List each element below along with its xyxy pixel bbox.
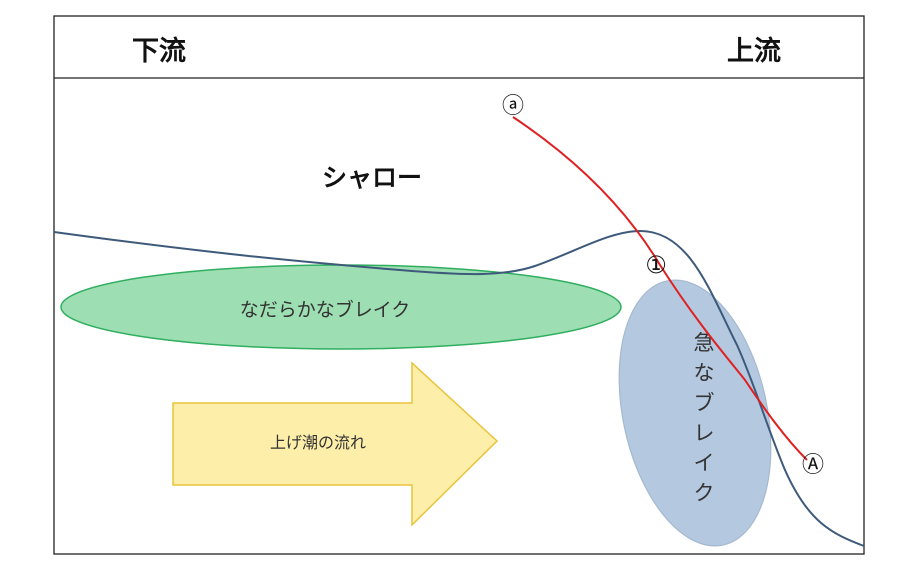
steep-break-char: な (694, 361, 715, 385)
steep-break-char: ブ (694, 391, 715, 415)
steep-break-char: ク (694, 481, 715, 505)
steep-break-char: イ (694, 451, 715, 475)
gentle-break-label: なだらかなブレイク (240, 298, 411, 321)
rising-tide-label: 上げ潮の流れ (270, 433, 366, 452)
marker-end: Ⓐ (802, 453, 824, 478)
shallow-label: シャロー (322, 163, 422, 192)
bottom-contour-line (53, 229, 865, 547)
steep-break-char: レ (694, 421, 715, 445)
steep-break-label-group: 急 な ブ レ イ ク (694, 331, 715, 505)
steep-break-ellipse (618, 279, 772, 547)
cast-line (512, 116, 808, 461)
marker-point-1: ① (645, 251, 667, 279)
steep-break-char: 急 (694, 331, 715, 355)
marker-start: ⓐ (502, 94, 524, 119)
upstream-label: 上流 (727, 36, 781, 67)
rising-tide-arrow (172, 361, 499, 527)
downstream-label: 下流 (132, 36, 186, 67)
